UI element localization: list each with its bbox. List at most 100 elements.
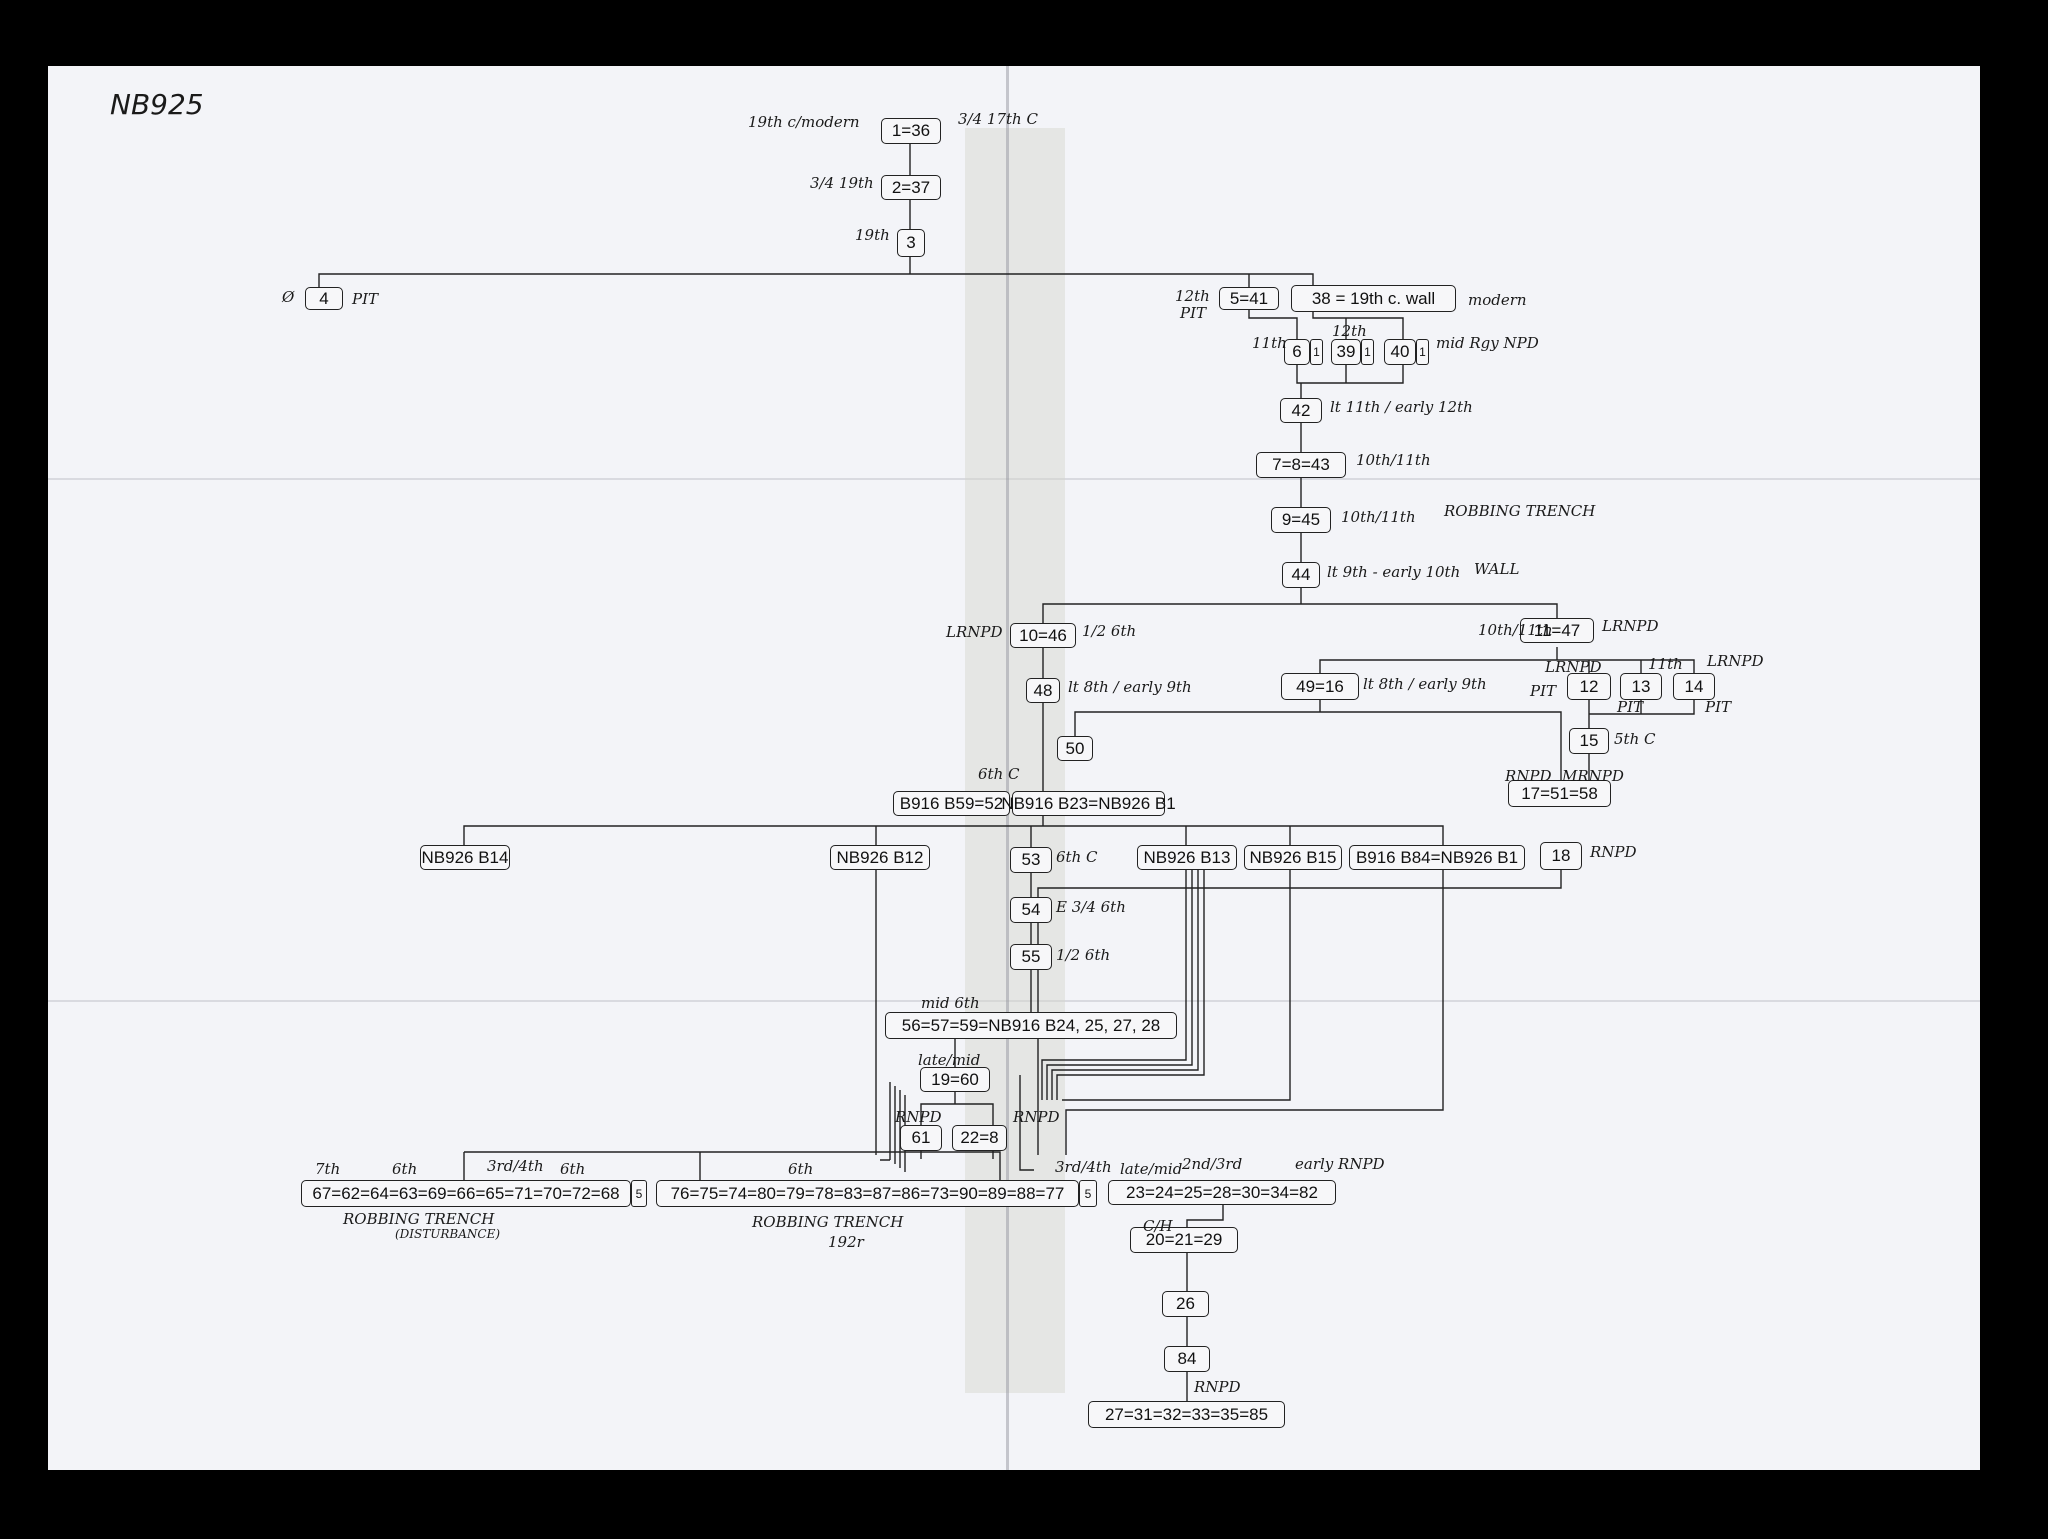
- center-fold: [1006, 66, 1009, 1470]
- node-56[interactable]: 56=57=59=NB916 B24, 25, 27, 28: [885, 1012, 1177, 1039]
- node-b84[interactable]: B916 B84=NB926 B1: [1349, 845, 1525, 870]
- annotation: 6th: [788, 1160, 814, 1178]
- annotation: 2nd/3rd: [1182, 1155, 1243, 1173]
- annotation: LRNPD: [946, 623, 1003, 641]
- annotation: 7th: [315, 1160, 341, 1178]
- annotation: PIT: [1180, 304, 1207, 322]
- node-1[interactable]: 1=36: [881, 118, 941, 144]
- node-18[interactable]: 18: [1540, 842, 1582, 870]
- node-23[interactable]: 23=24=25=28=30=34=82: [1108, 1180, 1336, 1205]
- node-27[interactable]: 27=31=32=33=35=85: [1088, 1401, 1285, 1428]
- node-42[interactable]: 42: [1280, 398, 1322, 423]
- node-7[interactable]: 7=8=43: [1256, 452, 1346, 478]
- annotation: 3rd/4th: [1055, 1158, 1112, 1176]
- annotation: RNPD: [1013, 1108, 1060, 1126]
- annotation: 10th/11th: [1356, 451, 1431, 469]
- node-14[interactable]: 14: [1673, 673, 1715, 700]
- annotation: PIT: [352, 290, 379, 308]
- annotation: 6th C: [1056, 848, 1098, 866]
- node-11[interactable]: 11=47: [1520, 618, 1594, 643]
- fold-line: [48, 1000, 1980, 1002]
- annotation: MRNPD: [1562, 767, 1624, 785]
- node-39[interactable]: 39: [1331, 339, 1361, 365]
- node-b12[interactable]: NB926 B12: [830, 845, 930, 870]
- node-54[interactable]: 54: [1010, 897, 1052, 923]
- annotation: 3rd/4th: [487, 1157, 544, 1175]
- node-19[interactable]: 19=60: [920, 1067, 990, 1092]
- annotation: lt 8th / early 9th: [1068, 678, 1192, 696]
- node-76[interactable]: 76=75=74=80=79=78=83=87=86=73=90=89=88=7…: [656, 1180, 1079, 1207]
- node-b23[interactable]: NB916 B23=NB926 B1: [1001, 791, 1176, 816]
- annotation: ROBBING TRENCH: [752, 1213, 904, 1231]
- node-26[interactable]: 26: [1162, 1291, 1209, 1317]
- node-15[interactable]: 15: [1569, 728, 1609, 754]
- annotation: late/mid: [918, 1051, 981, 1069]
- paper-sheet: [48, 66, 1980, 1470]
- count-badge: 1: [1416, 339, 1429, 365]
- annotation: 6th: [560, 1160, 586, 1178]
- annotation: PIT: [1530, 682, 1557, 700]
- node-53[interactable]: 53: [1010, 847, 1052, 873]
- annotation: early RNPD: [1295, 1155, 1385, 1173]
- annotation: 10th/11th: [1341, 508, 1416, 526]
- count-badge: 1: [1310, 339, 1323, 365]
- annotation: 192r: [828, 1233, 864, 1251]
- node-5[interactable]: 5=41: [1219, 287, 1279, 310]
- annotation: mid Rgy NPD: [1436, 334, 1539, 352]
- node-13[interactable]: 13: [1620, 673, 1662, 700]
- annotation: mid 6th: [921, 994, 980, 1012]
- annotation: ROBBING TRENCH: [1444, 502, 1596, 520]
- annotation: E 3/4 6th: [1056, 898, 1126, 916]
- annotation: 1/2 6th: [1056, 946, 1111, 964]
- node-44[interactable]: 44: [1282, 562, 1320, 588]
- node-3[interactable]: 3: [897, 229, 925, 257]
- count-badge: 5: [631, 1180, 647, 1207]
- node-49[interactable]: 49=16: [1281, 673, 1359, 700]
- node-b15[interactable]: NB926 B15: [1244, 845, 1342, 870]
- node-9[interactable]: 9=45: [1271, 507, 1331, 533]
- node-38[interactable]: 38 = 19th c. wall: [1291, 285, 1456, 312]
- node-67[interactable]: 67=62=64=63=69=66=65=71=70=72=68: [301, 1180, 631, 1207]
- annotation: lt 9th - early 10th: [1327, 563, 1461, 581]
- node-48[interactable]: 48: [1026, 678, 1060, 703]
- node-b14[interactable]: NB926 B14: [420, 845, 510, 870]
- annotation: 19th: [855, 226, 890, 244]
- node-4[interactable]: 4: [305, 287, 343, 310]
- annotation: PIT: [1705, 698, 1732, 716]
- node-22[interactable]: 22=8: [952, 1125, 1007, 1151]
- annotation: 6th C: [978, 765, 1020, 783]
- annotation: RNPD: [895, 1108, 942, 1126]
- annotation: RNPD: [1505, 767, 1552, 785]
- annotation: (DISTURBANCE): [395, 1227, 501, 1241]
- node-2[interactable]: 2=37: [881, 175, 941, 200]
- node-6[interactable]: 6: [1284, 339, 1310, 365]
- annotation: WALL: [1474, 560, 1520, 578]
- node-b59[interactable]: B916 B59=52: [893, 791, 1010, 816]
- node-12[interactable]: 12: [1567, 673, 1611, 700]
- annotation: 1/2 6th: [1082, 622, 1137, 640]
- node-20[interactable]: 20=21=29: [1130, 1227, 1238, 1253]
- annotation: modern: [1468, 291, 1527, 309]
- annotation: 3/4 19th: [810, 174, 874, 192]
- node-55[interactable]: 55: [1010, 944, 1052, 970]
- annotation: LRNPD: [1545, 658, 1602, 676]
- annotation: late/mid: [1120, 1160, 1183, 1178]
- annotation: 11th: [1252, 334, 1287, 352]
- annotation: 6th: [392, 1160, 418, 1178]
- annotation: Ø: [282, 288, 295, 306]
- node-17[interactable]: 17=51=58: [1508, 780, 1611, 807]
- node-50[interactable]: 50: [1057, 736, 1093, 761]
- annotation: 5th C: [1614, 730, 1656, 748]
- annotation: RNPD: [1194, 1378, 1241, 1396]
- annotation: 11th: [1648, 655, 1683, 673]
- count-badge: 1: [1361, 339, 1374, 365]
- node-b13[interactable]: NB926 B13: [1137, 845, 1237, 870]
- node-61[interactable]: 61: [900, 1125, 942, 1151]
- node-10[interactable]: 10=46: [1010, 623, 1076, 648]
- annotation: 3/4 17th C: [958, 110, 1038, 128]
- node-84[interactable]: 84: [1164, 1346, 1210, 1372]
- annotation: 19th c/modern: [748, 113, 860, 131]
- annotation: C/H: [1143, 1217, 1173, 1235]
- node-40[interactable]: 40: [1384, 339, 1416, 365]
